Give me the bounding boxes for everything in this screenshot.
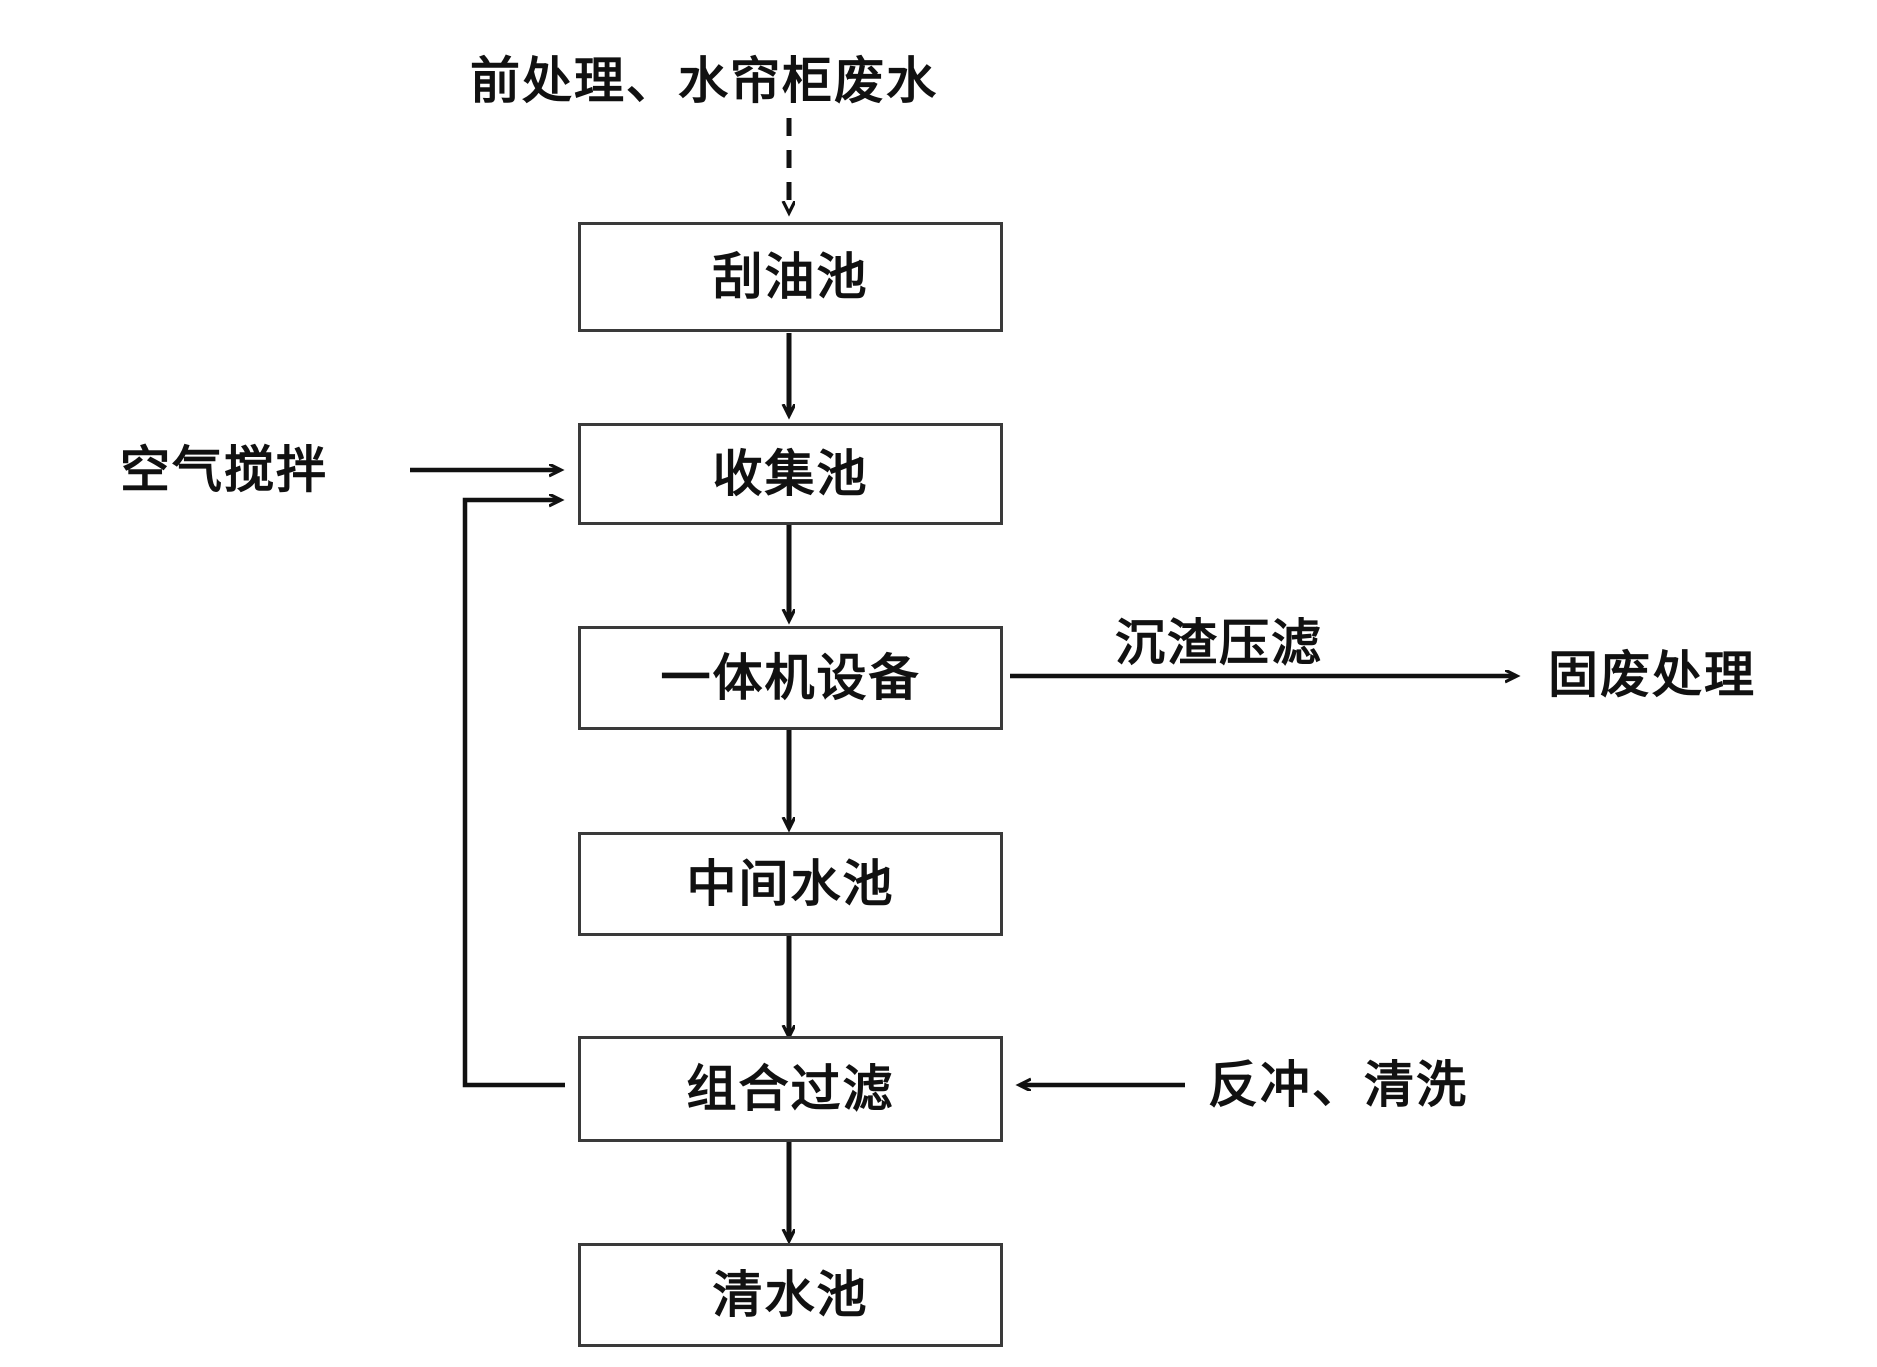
inflow-label: 前处理、水帘柜废水: [470, 53, 938, 109]
node-label: 一体机设备: [660, 650, 921, 706]
node-zhong-jian-shui-chi[interactable]: 中间水池: [578, 832, 1003, 936]
node-label: 刮油池: [712, 249, 869, 305]
label-sediment-press: 沉渣压滤: [1115, 615, 1323, 671]
node-label: 组合过滤: [686, 1061, 895, 1117]
edge-recirculation-zu-he-guolv-to-shou-ji-chi: [462, 500, 565, 1088]
node-gua-you-chi[interactable]: 刮油池: [578, 222, 1003, 332]
node-label: 中间水池: [686, 856, 895, 912]
node-qing-shui-chi[interactable]: 清水池: [578, 1243, 1003, 1347]
node-yi-ti-ji-she-bei[interactable]: 一体机设备: [578, 626, 1003, 730]
label-solid-waste-treatment: 固废处理: [1548, 647, 1756, 703]
label-backwash-clean: 反冲、清洗: [1208, 1057, 1468, 1113]
label-air-stir: 空气搅拌: [120, 442, 328, 498]
node-zu-he-guo-lv[interactable]: 组合过滤: [578, 1036, 1003, 1142]
node-label: 收集池: [712, 446, 869, 502]
node-shou-ji-chi[interactable]: 收集池: [578, 423, 1003, 525]
node-label: 清水池: [712, 1267, 869, 1323]
